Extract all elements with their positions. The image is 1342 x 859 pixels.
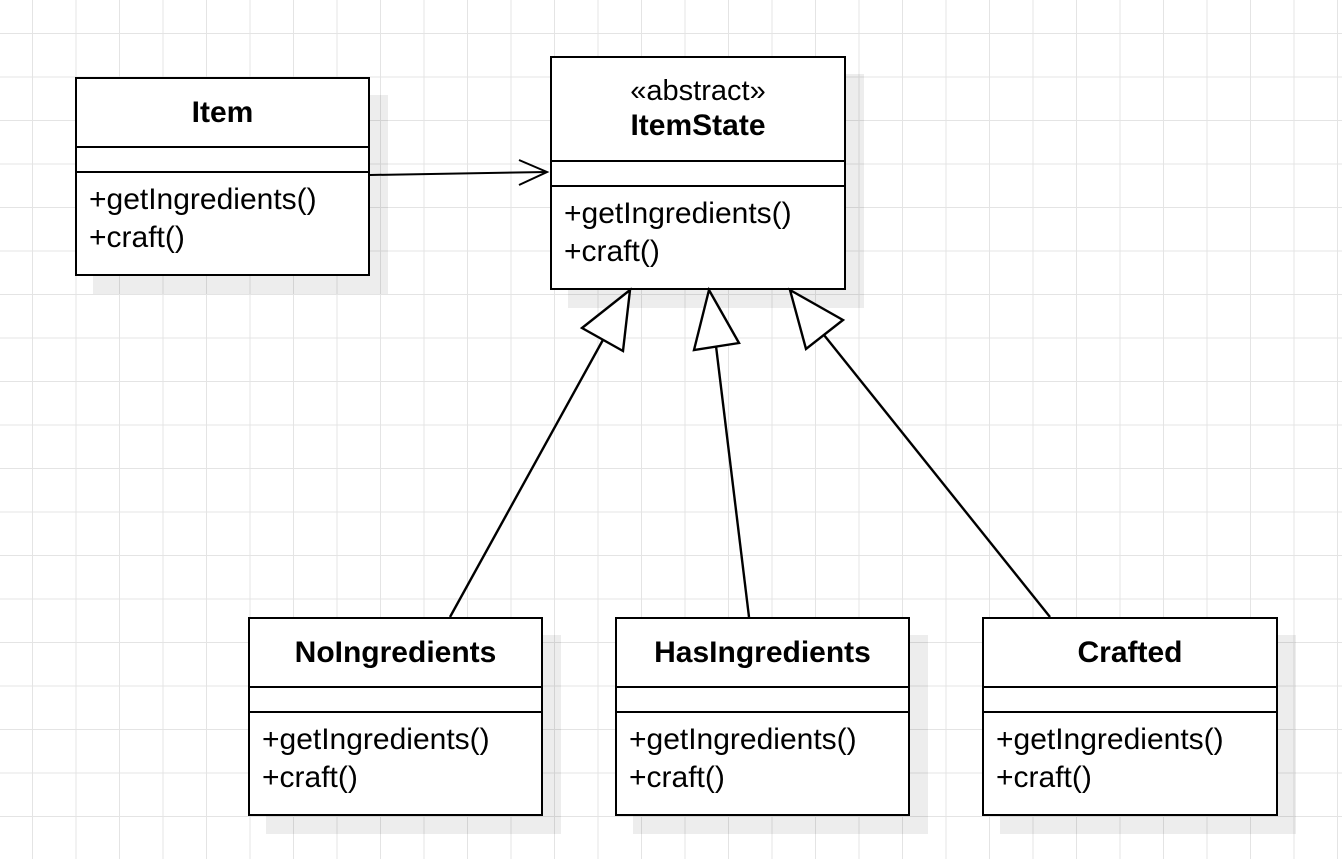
class-header: «abstract» ItemState [552, 58, 844, 162]
class-header: HasIngredients [617, 619, 908, 688]
hollow-triangle-arrowhead [692, 286, 741, 352]
attributes-compartment [552, 162, 844, 187]
class-stereotype: «abstract» [630, 75, 766, 107]
operation-get-ingredients: +getIngredients() [262, 723, 490, 756]
class-itemstate[interactable]: «abstract» ItemState +getIngredients() +… [550, 56, 846, 290]
hollow-triangle-arrowhead [579, 287, 632, 353]
operation-get-ingredients: +getIngredients() [564, 197, 792, 230]
operation-craft: +craft() [564, 235, 660, 268]
operation-craft: +craft() [629, 761, 725, 794]
class-header: Item [77, 79, 368, 148]
operation-get-ingredients: +getIngredients() [996, 723, 1224, 756]
class-noingredients[interactable]: NoIngredients +getIngredients() +craft() [248, 617, 543, 816]
attributes-compartment [77, 148, 368, 173]
hollow-triangle-arrowhead [788, 287, 846, 352]
operations-compartment: +getIngredients() +craft() [617, 713, 908, 797]
operation-get-ingredients: +getIngredients() [89, 183, 317, 216]
operations-compartment: +getIngredients() +craft() [77, 173, 368, 257]
operation-craft: +craft() [262, 761, 358, 794]
attributes-compartment [250, 688, 541, 713]
class-name: HasIngredients [654, 635, 871, 669]
attributes-compartment [984, 688, 1276, 713]
operations-compartment: +getIngredients() +craft() [250, 713, 541, 797]
class-name: Crafted [1077, 635, 1183, 669]
operations-compartment: +getIngredients() +craft() [984, 713, 1276, 797]
class-name: Item [191, 95, 254, 129]
open-arrowhead [518, 159, 550, 186]
class-header: NoIngredients [250, 619, 541, 688]
generalization-crafted-to-itemstate[interactable] [788, 287, 1051, 618]
class-hasingredients[interactable]: HasIngredients +getIngredients() +craft(… [615, 617, 910, 816]
generalization-noingredients-to-itemstate[interactable] [448, 287, 632, 618]
class-crafted[interactable]: Crafted +getIngredients() +craft() [982, 617, 1278, 816]
operations-compartment: +getIngredients() +craft() [552, 187, 844, 271]
class-name: ItemState [630, 109, 766, 142]
class-name: NoIngredients [294, 635, 497, 669]
operation-craft: +craft() [996, 761, 1092, 794]
class-header: Crafted [984, 619, 1276, 688]
association-item-to-itemstate[interactable] [369, 159, 550, 186]
operation-craft: +craft() [89, 221, 185, 254]
generalization-hasingredients-to-itemstate[interactable] [692, 286, 751, 618]
class-item[interactable]: Item +getIngredients() +craft() [75, 77, 370, 276]
attributes-compartment [617, 688, 908, 713]
operation-get-ingredients: +getIngredients() [629, 723, 857, 756]
